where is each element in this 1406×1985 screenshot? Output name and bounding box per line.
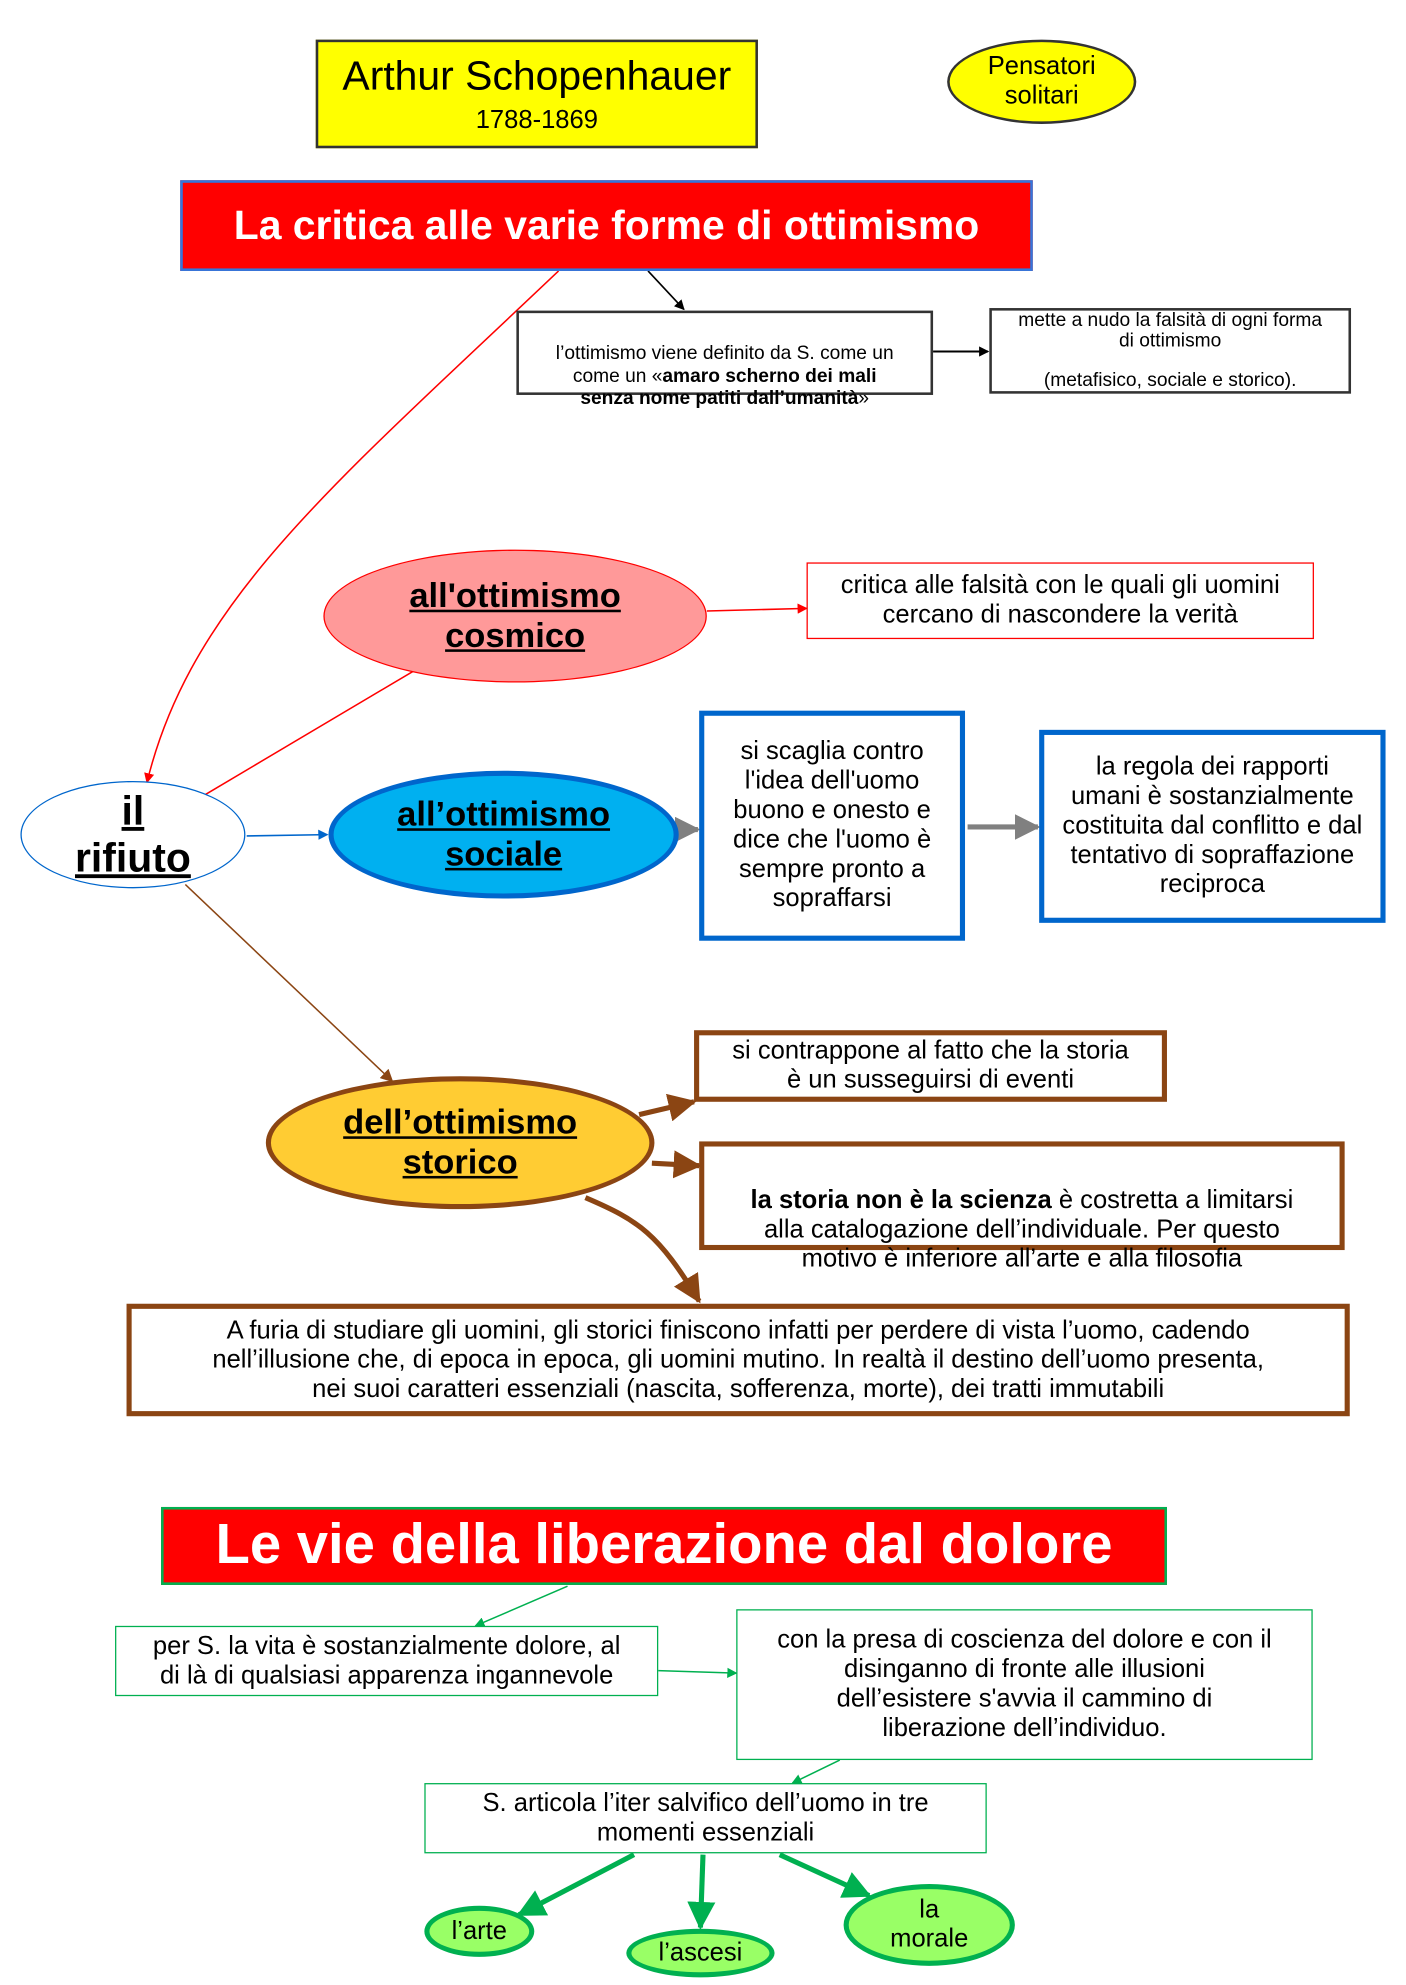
social-rule-box: la regola dei rapporti umani è sostanzia… <box>1039 729 1386 923</box>
arrow-awareness-to-path <box>791 1759 841 1784</box>
arrow-historical-to-note2 <box>651 1150 702 1179</box>
refusal-label: il rifiuto <box>74 787 191 881</box>
historical-label: dell’ottimismo storico <box>343 1103 578 1182</box>
moment-ascesis: l’ascesi <box>626 1928 775 1978</box>
cosmic-label: all'ottimismo cosmico <box>409 576 621 655</box>
path-box: S. articola l’iter salvifico dell’uomo i… <box>424 1783 987 1854</box>
historical-note1-box: si contrappone al fatto che la storia è … <box>694 1030 1167 1102</box>
arrow-historical-to-note1 <box>638 1093 697 1122</box>
social-note-box: si scaglia contro l'idea dell'uomo buono… <box>699 710 966 941</box>
moment-morals: la morale <box>843 1884 1015 1966</box>
category-badge: Pensatori solitari <box>947 39 1137 124</box>
section2-title: Le vie della liberazione dal dolore <box>161 1506 1167 1585</box>
historical-note2-text: è costretta a limitarsi alla catalogazio… <box>763 1186 1294 1274</box>
arrow-title2-to-pain <box>474 1585 568 1628</box>
cosmic-optimism-node: all'ottimismo cosmico <box>323 549 707 683</box>
awareness-box: con la presa di coscienza del dolore e c… <box>736 1609 1313 1761</box>
social-label: all’ottimismo sociale <box>397 794 611 873</box>
refusal-node: il rifiuto <box>20 780 246 889</box>
moment-art: l’arte <box>424 1905 535 1957</box>
definition-box: l’ottimismo viene definito da S. come un… <box>516 310 934 409</box>
arrow-title-to-definition <box>647 270 685 311</box>
arrow-refusal-to-historical <box>184 883 394 1083</box>
definition-quote: amaro scherno dei mali senza nome patiti… <box>580 364 877 409</box>
author-box: Arthur Schopenhauer 1788-1869 <box>315 39 758 149</box>
cosmic-note-box: critica alle falsità con le quali gli uo… <box>806 562 1314 640</box>
definition-text: l’ottimismo viene definito da S. come un… <box>555 342 894 387</box>
pain-box: per S. la vita è sostanzialmente dolore,… <box>115 1625 659 1697</box>
arrow-historical-to-note3 <box>584 1195 702 1304</box>
author-dates: 1788-1869 <box>475 106 598 135</box>
author-name: Arthur Schopenhauer <box>342 51 732 98</box>
arrow-cosmic-to-note <box>706 603 808 614</box>
section1-title: La critica alle varie forme di ottimismo <box>180 180 1033 271</box>
arrow-pain-to-awareness <box>658 1667 738 1678</box>
historical-note2-box: la storia non è la scienza è costretta a… <box>699 1141 1345 1273</box>
definition-close: » <box>858 386 870 409</box>
historical-note3-box: A furia di studiare gli uomini, gli stor… <box>126 1303 1350 1417</box>
arrow-refusal-to-cosmic <box>204 663 426 796</box>
arrow-path-to-ascesis <box>687 1854 716 1931</box>
arrow-path-to-morals <box>778 1852 872 1898</box>
historical-optimism-node: dell’ottimismo storico <box>265 1076 655 1210</box>
arrow-path-to-art <box>516 1852 636 1917</box>
historical-note2-bold: la storia non è la scienza <box>750 1186 1052 1215</box>
social-optimism-node: all’ottimismo sociale <box>328 770 679 899</box>
arrow-title-to-refusal <box>144 270 560 784</box>
unmask-box: mette a nudo la falsità di ogni forma di… <box>989 308 1352 394</box>
arrow-refusal-to-social <box>246 829 329 840</box>
